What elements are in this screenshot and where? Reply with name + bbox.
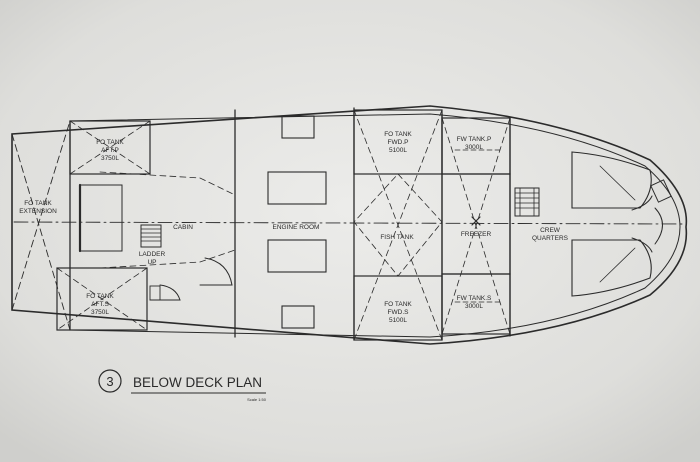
label-ladder-2: UP [147, 259, 156, 266]
hull-outline [11, 105, 688, 345]
label-fw-tank-s-1: FW TANK.S [457, 295, 492, 302]
cabin-dashed-line [99, 171, 236, 196]
drawing-number: 3 [106, 374, 113, 389]
cabin-dashed-line-2 [99, 249, 236, 269]
ext-diagonal-1 [11, 133, 71, 331]
label-fo-tank-fwd-s-1: FO TANK [384, 301, 412, 308]
crew-bunk-line-2 [599, 247, 636, 283]
fish-tank-diagonal-2 [353, 109, 443, 341]
label-fo-tank-fwd-p-3: 5100L [389, 147, 407, 154]
label-fish-tank: FISH TANK [380, 234, 414, 241]
label-ladder-1: LADDER [139, 251, 166, 258]
label-fw-tank-p-2: 3000L [465, 144, 483, 151]
label-engine-room: ENGINE ROOM [273, 224, 320, 231]
aft-p-diagonal-2 [69, 120, 151, 175]
crew-door-swing [631, 195, 653, 211]
drawing-number-circle [98, 369, 122, 393]
ladder-steps [140, 224, 162, 248]
label-fo-tank-aft-s-1: FO TANK [86, 293, 114, 300]
label-fo-tank-aft-s-3: 3750L [91, 309, 109, 316]
label-fo-tank-aft-p-2: AFT.P [101, 147, 119, 154]
label-fo-tank-fwd-p-1: FO TANK [384, 131, 412, 138]
label-fo-tank-aft-s-2: AFT.S [91, 301, 109, 308]
freezer-diagonal-2 [441, 117, 511, 335]
plan-labels: FO TANK EXTENSION FO TANK AFT.P 3750L FO… [19, 131, 568, 324]
freezer-box [441, 173, 511, 275]
forepeak-arc [654, 207, 663, 245]
label-fo-tank-aft-p-1: FO TANK [96, 139, 124, 146]
cabin-door-swing-1 [199, 257, 233, 286]
ext-diagonal-2 [11, 120, 71, 311]
crew-bunk-starboard [571, 239, 652, 297]
label-fo-tank-fwd-p-2: FWD.P [388, 139, 409, 146]
label-fw-tank-s-2: 3000L [465, 303, 483, 310]
cabin-locker [149, 285, 161, 301]
crew-stairs [514, 187, 540, 217]
aft-p-diagonal-1 [69, 120, 151, 175]
fish-tank-diamond [353, 173, 443, 277]
aft-s-diagonal-2 [56, 267, 148, 331]
label-fw-tank-p-1: FW TANK.P [457, 136, 492, 143]
engine-box-1 [281, 115, 315, 139]
engine-box-3 [267, 239, 327, 273]
forepeak-box [650, 179, 672, 203]
label-crew-quarters-1: CREW [540, 227, 561, 234]
engine-box-2 [267, 171, 327, 205]
label-cabin: CABIN [173, 224, 193, 231]
fo-tank-aft-p-box [69, 120, 151, 175]
engine-box-4 [281, 305, 315, 329]
label-freezer: FREEZER [461, 231, 492, 238]
label-fo-tank-fwd-s-3: 5100L [389, 317, 407, 324]
label-fo-tank-aft-p-3: 3750L [101, 155, 119, 162]
centerline [13, 221, 685, 225]
label-crew-quarters-2: QUARTERS [532, 235, 569, 242]
hull-inner-line [69, 113, 681, 338]
crew-bunk-port [571, 151, 652, 209]
label-fo-tank-fwd-s-2: FWD.S [388, 309, 410, 316]
label-fo-tank-extension-1: FO TANK [24, 200, 52, 207]
drawing-scale: Scale 1:50 [247, 397, 267, 402]
crew-bunk-line-1 [599, 165, 636, 201]
label-fo-tank-extension-2: EXTENSION [19, 208, 57, 215]
title-block: 3 BELOW DECK PLAN Scale 1:50 [98, 369, 267, 402]
cabin-door-swing-2 [149, 284, 181, 301]
freezer-cross-2 [471, 216, 481, 226]
drawing-title: BELOW DECK PLAN [133, 375, 262, 390]
crew-door-swing-2 [631, 237, 653, 253]
